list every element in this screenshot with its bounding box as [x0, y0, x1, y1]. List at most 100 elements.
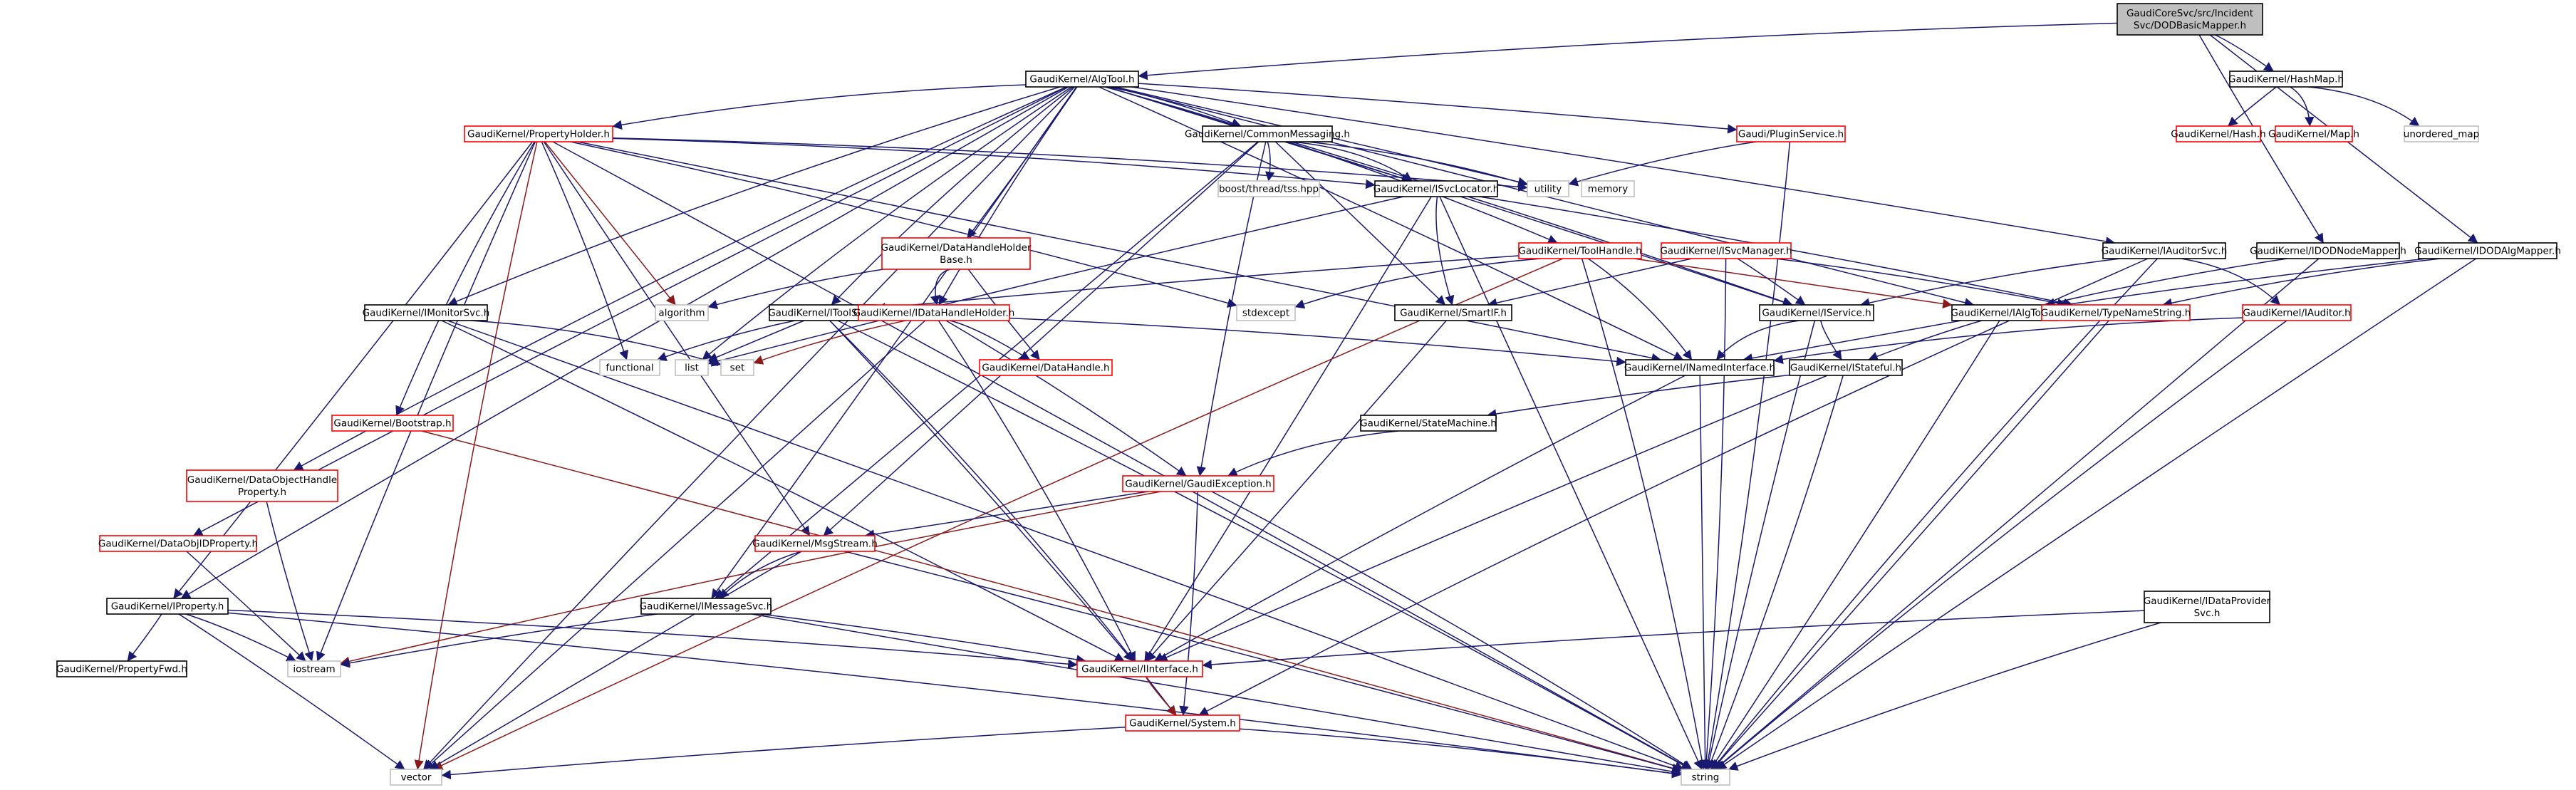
node-label: GaudiKernel/IProperty.h — [111, 601, 224, 613]
edge-iauditor-to-inamedinterface — [1773, 317, 2243, 365]
node-list: list — [675, 359, 709, 376]
node-istateful[interactable]: GaudiKernel/IStateful.h — [1789, 359, 1903, 376]
node-hash[interactable]: GaudiKernel/Hash.h — [2171, 125, 2266, 142]
edge-gaudiexception-to-iostream — [340, 491, 1161, 666]
node-label: GaudiKernel/IDODNodeMapper.h — [2250, 246, 2406, 257]
edge-idodnodemapper-to-ialgtool — [2045, 258, 2287, 308]
edge-toolhandle-to-vector — [432, 258, 1563, 770]
node-hashmap[interactable]: GaudiKernel/HashMap.h — [2228, 71, 2344, 88]
node-box — [640, 598, 772, 615]
node-iauditor[interactable]: GaudiKernel/IAuditor.h — [2242, 304, 2352, 321]
node-box — [2418, 242, 2557, 259]
node-box — [99, 535, 257, 552]
node-box — [1518, 242, 1642, 259]
node-string: string — [1681, 769, 1730, 786]
node-label: GaudiKernel/DataHandleHolder — [881, 242, 1032, 254]
edge-itoolsvc-to-list — [707, 320, 804, 362]
node-iservice[interactable]: GaudiKernel/IService.h — [1759, 304, 1874, 321]
edge-inamedinterface-to-iinterface — [1153, 375, 1686, 662]
node-iproperty[interactable]: GaudiKernel/IProperty.h — [106, 598, 229, 615]
node-box — [331, 415, 454, 432]
node-algtool[interactable]: GaudiKernel/AlgTool.h — [1025, 71, 1139, 88]
node-label: GaudiKernel/HashMap.h — [2228, 74, 2344, 85]
edge-imessagesvc-to-string — [752, 613, 1682, 776]
node-box — [1527, 180, 1569, 197]
node-gaudiexception[interactable]: GaudiKernel/GaudiException.h — [1122, 475, 1274, 492]
node-functional: functional — [599, 359, 660, 376]
node-stdexcept: stdexcept — [1236, 304, 1296, 321]
node-box — [1394, 304, 1512, 321]
node-msgstream[interactable]: GaudiKernel/MsgStream.h — [752, 535, 878, 552]
dependency-nodes: GaudiCoreSvc/src/IncidentSvc/DODBasicMap… — [56, 3, 2561, 786]
node-box — [979, 359, 1113, 376]
node-box — [881, 237, 1031, 270]
edge-itoolsvc-to-string — [837, 320, 1691, 770]
edge-algtool-to-vector — [422, 86, 1076, 770]
node-label: iostream — [293, 664, 335, 675]
node-label: GaudiKernel/ISvcManager.h — [1660, 246, 1792, 257]
node-box — [1789, 359, 1903, 376]
node-iinterface[interactable]: GaudiKernel/IInterface.h — [1076, 660, 1203, 677]
edge-itoolsvc-to-functional — [657, 320, 796, 361]
node-inamedinterface[interactable]: GaudiKernel/INamedInterface.h — [1624, 359, 1775, 376]
node-typenamestring[interactable]: GaudiKernel/TypeNameString.h — [2041, 304, 2191, 321]
node-system[interactable]: GaudiKernel/System.h — [1125, 714, 1240, 732]
node-box — [1202, 125, 1333, 142]
node-bootstrap[interactable]: GaudiKernel/Bootstrap.h — [331, 415, 454, 432]
edge-propholder-to-isvclocator — [612, 137, 1376, 189]
edge-isvcmanager-to-typenamestring — [1775, 258, 2067, 308]
edge-idodnodemapper-to-string — [1714, 258, 2320, 770]
edge-msgstream-to-vector — [429, 551, 802, 770]
edge-iauditorsvc-to-iservice — [1860, 258, 2121, 308]
node-idodalgmapper[interactable]: GaudiKernel/IDODAlgMapper.h — [2414, 242, 2561, 259]
node-box — [1076, 660, 1203, 677]
node-datahandle[interactable]: GaudiKernel/DataHandle.h — [979, 359, 1113, 376]
edge-commonmsg-to-iservice — [1291, 141, 1793, 307]
node-idodnodemapper[interactable]: GaudiKernel/IDODNodeMapper.h — [2250, 242, 2406, 259]
node-commonmsg[interactable]: GaudiKernel/CommonMessaging.h — [1185, 125, 1350, 142]
node-label: GaudiKernel/PropertyHolder.h — [467, 129, 610, 140]
edge-propholder-to-algorithm — [544, 141, 676, 306]
edge-istateful-to-iinterface — [1158, 375, 1828, 662]
edge-commonmsg-to-isvclocator — [1291, 141, 1413, 182]
edge-commonmsg-to-smartif — [1274, 141, 1446, 306]
node-iauditorsvc[interactable]: GaudiKernel/IAuditorSvc.h — [2102, 242, 2228, 259]
node-box — [1681, 769, 1730, 786]
node-smartif[interactable]: GaudiKernel/SmartIF.h — [1394, 304, 1512, 321]
node-dataobjidprop[interactable]: GaudiKernel/DataObjIDProperty.h — [98, 535, 258, 552]
node-ialgtool[interactable]: GaudiKernel/IAlgTool.h — [1951, 304, 2059, 321]
node-isvcmanager[interactable]: GaudiKernel/ISvcManager.h — [1660, 242, 1792, 259]
edge-imessagesvc-to-iostream — [340, 613, 658, 668]
node-isvclocator[interactable]: GaudiKernel/ISvcLocator.h — [1373, 180, 1499, 197]
edge-ialgtool-to-inamedinterface — [1743, 320, 1962, 363]
edge-propholder-to-iproperty — [173, 141, 533, 599]
node-pluginsvc[interactable]: Gaudi/PluginService.h — [1736, 125, 1846, 142]
node-label: GaudiKernel/IToolSvc.h — [768, 308, 878, 319]
node-box — [186, 469, 338, 502]
node-idhh[interactable]: GaudiKernel/IDataHandleHolder.h — [853, 304, 1015, 321]
node-imonitorsvc[interactable]: GaudiKernel/IMonitorSvc.h — [363, 304, 490, 321]
node-itoolsvc[interactable]: GaudiKernel/IToolSvc.h — [768, 304, 878, 321]
node-propholder[interactable]: GaudiKernel/PropertyHolder.h — [464, 125, 613, 142]
node-root[interactable]: GaudiCoreSvc/src/IncidentSvc/DODBasicMap… — [2117, 3, 2263, 36]
node-statemachine[interactable]: GaudiKernel/StateMachine.h — [1360, 415, 1497, 432]
node-propertyfwd[interactable]: GaudiKernel/PropertyFwd.h — [56, 660, 187, 677]
edge-inamedinterface-to-string — [1699, 375, 1710, 770]
edge-iauditorsvc-to-system — [1198, 258, 2149, 716]
node-box — [720, 359, 754, 376]
edge-iauditorsvc-to-iauditor — [2181, 258, 2281, 306]
edge-dhhbase-to-idhh — [930, 269, 950, 306]
node-label: GaudiKernel/IDataHandleHolder.h — [853, 308, 1015, 319]
edge-algtool-to-toolhandle — [1104, 86, 1558, 244]
node-toolhandle[interactable]: GaudiKernel/ToolHandle.h — [1518, 242, 1642, 259]
edge-algtool-to-dataobjidprop — [192, 86, 1067, 536]
edge-ialgtool-to-string — [1710, 320, 2000, 770]
edge-propholder-to-iostream — [316, 141, 536, 662]
edge-bootstrap-to-string — [421, 430, 1682, 773]
node-imessagesvc[interactable]: GaudiKernel/IMessageSvc.h — [640, 598, 773, 615]
node-vector: vector — [390, 769, 442, 786]
node-map[interactable]: GaudiKernel/Map.h — [2268, 125, 2359, 142]
